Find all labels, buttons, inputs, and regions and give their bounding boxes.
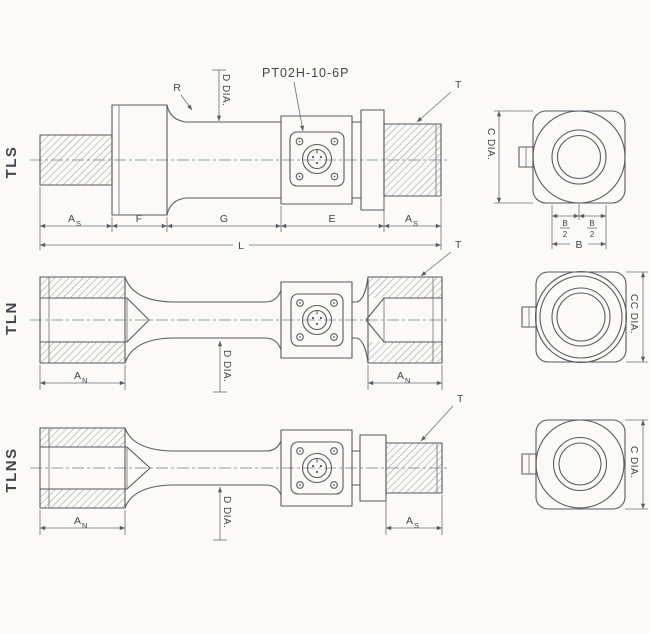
- tls-t-leader: [416, 91, 452, 123]
- tlns-an-left-label: A: [74, 515, 81, 527]
- tlns-d-dia-label: D DIA.: [221, 496, 232, 528]
- tln-end-view: CC DIA.: [521, 270, 648, 364]
- tls-end-dimension-lines: [494, 110, 607, 249]
- tln-t-label: T: [455, 239, 462, 251]
- tln-dimension-lines: [39, 341, 443, 393]
- tln-an-left-label: A: [74, 370, 81, 382]
- tls-end-view: C DIA. B 2 B 2 B: [485, 110, 626, 251]
- tln-neck-top: [124, 276, 282, 303]
- tls-side-view: [30, 104, 450, 216]
- tln-neck-bottom: [124, 337, 282, 364]
- tls-as-right-sub: S: [413, 219, 418, 228]
- tlns-an-left-sub: N: [82, 521, 87, 530]
- tln-d-dia-label: D DIA.: [221, 350, 232, 382]
- tln-connector-face: [290, 293, 344, 347]
- tls-b-half-right-num: B: [589, 219, 594, 228]
- tls-as-left-sub: S: [76, 219, 81, 228]
- tlns-t-label: T: [457, 393, 464, 405]
- tln-t-leader: [420, 251, 452, 277]
- tlns-row: TLNS: [3, 393, 648, 541]
- tls-as-left-label: A: [68, 213, 75, 225]
- tln-row: T L N: [3, 239, 648, 393]
- tlns-t-leader: [420, 405, 454, 442]
- tls-label: TLS: [3, 146, 20, 179]
- tlns-connector-face: [290, 441, 344, 495]
- tln-end-block: [535, 271, 627, 363]
- tls-b-half-left-num: B: [562, 219, 567, 228]
- tls-b-half-right-den: 2: [590, 230, 595, 239]
- part-number-label: PT02H-10-6P: [262, 66, 349, 80]
- tls-right-thread: [383, 123, 442, 197]
- tls-f-label: F: [136, 213, 142, 225]
- tln-center-block: [280, 281, 353, 359]
- tlns-end-view: C DIA.: [521, 419, 648, 510]
- tls-b-label: B: [575, 239, 582, 251]
- tlns-side-view: [30, 427, 450, 509]
- tln-right-drill-cone: [365, 297, 385, 343]
- tln-left-thread-block: [39, 276, 126, 364]
- tlns-right-thread: [385, 442, 443, 494]
- tls-t-label: T: [455, 79, 462, 91]
- tls-e-label: E: [328, 213, 335, 225]
- tln-cc-dia-label: CC DIA.: [628, 294, 639, 334]
- tls-d-dia-label: D DIA.: [220, 74, 231, 106]
- tlns-end-dimension-lines: [625, 419, 648, 510]
- tls-radius-leader: [180, 94, 193, 111]
- tlns-neck-bottom: [124, 484, 282, 509]
- tls-center-block: [280, 115, 353, 205]
- tlns-left-drill-cone: [126, 446, 151, 490]
- tln-an-right-label: A: [397, 370, 404, 382]
- tlns-dimension-lines: [39, 487, 443, 541]
- tln-an-right-sub: N: [405, 376, 410, 385]
- part-number-leader: [293, 81, 305, 132]
- tls-radius-label: R: [173, 82, 181, 94]
- tls-c-dia-label: C DIA.: [485, 128, 496, 160]
- tlns-as-right-sub: S: [414, 521, 419, 530]
- tln-left-drill-cone: [126, 297, 150, 343]
- tln-end-dimension-lines: [626, 271, 648, 363]
- tls-left-flange: [111, 104, 168, 216]
- tlns-c-dia-label: C DIA.: [628, 446, 639, 478]
- tls-dimension-lines: [39, 187, 442, 250]
- tls-g-label: G: [220, 213, 228, 225]
- tls-neck-bottom: [166, 197, 282, 216]
- tls-connector-face: [289, 131, 345, 187]
- tlns-label: TLNS: [3, 447, 20, 492]
- tls-l-label: L: [238, 240, 244, 252]
- tls-row: T L S: [3, 66, 626, 252]
- tlns-neck-top: [124, 427, 282, 452]
- tlns-center-block: [280, 429, 353, 507]
- tlns-left-thread-block: [39, 427, 126, 509]
- tln-side-view: [30, 276, 450, 364]
- tls-as-right-label: A: [405, 213, 412, 225]
- tls-b-half-left-den: 2: [563, 230, 568, 239]
- tlns-as-right-label: A: [406, 515, 413, 527]
- tln-label: TLN: [3, 301, 20, 335]
- tln-right-thread-block: [367, 276, 443, 364]
- tls-neck-top: [166, 104, 282, 123]
- tln-an-left-sub: N: [82, 376, 87, 385]
